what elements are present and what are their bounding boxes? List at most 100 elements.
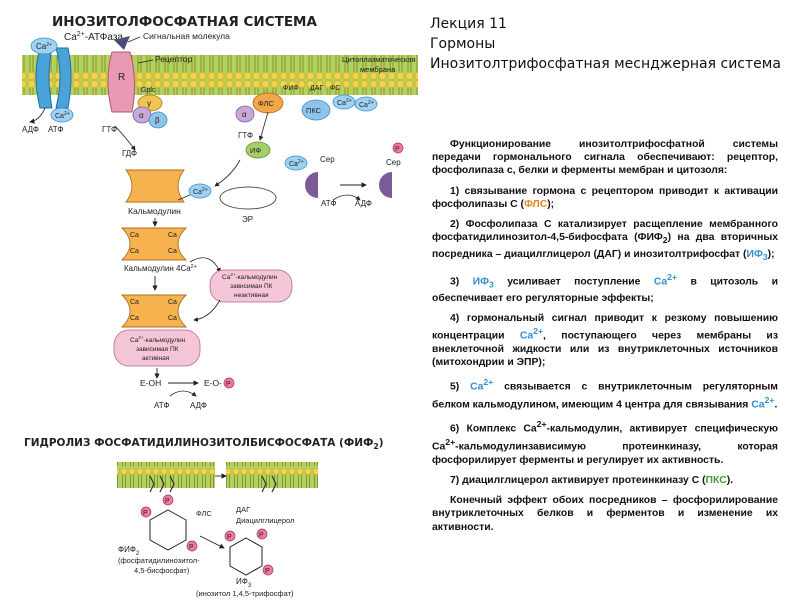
alpha-subunit-2 [235,105,255,123]
cell-membrane [22,55,418,95]
calmodulin-4ca-label: Кальмодулин 4Ca2+ [124,264,197,273]
adf-left-label: АДФ [22,125,39,134]
inositol-phosphate-diagram: ИНОЗИТОЛФОСФАТНАЯ СИСТЕМА Ca2+ Ca2+-АТФа… [22,14,418,598]
paragraph-4: 4) гормональный сигнал приводит к резком… [432,312,778,368]
signal-molecule-icon [114,36,130,50]
pk-inactive-line1: Ca2+-кальмодулин [222,272,278,281]
hydrolysis-title: ГИДРОЛИЗ ФОСФАТИДИЛИНОЗИТОЛБИСФОСФАТА (Ф… [24,437,384,451]
paragraph-3: 3) ИФ3 усиливает поступление Ca2+ в цито… [432,271,778,304]
fif2-phosphate-2 [140,506,152,518]
phosphate-icon-1 [392,142,404,154]
hydro-dag-label: ДАГ [236,505,250,514]
hydro-membrane-right [226,462,318,488]
svg-text:Ca: Ca [168,315,177,322]
pks-enzyme [301,99,331,121]
fs-label: ФС [330,85,340,92]
calmodulin-shape [125,169,185,203]
pks-label: ПКС [306,106,322,115]
alpha-label-1: α [139,111,144,120]
calmodulin-pk-complex: Ca Ca Ca Ca [120,294,188,328]
svg-text:Ca: Ca [168,248,177,255]
svg-text:Ca: Ca [130,232,139,239]
fif-label: ФИФ [283,85,299,92]
ser-label-1: Сер [320,155,335,164]
calmodulin-4ca: Ca Ca Ca Ca [120,227,188,261]
er-label: ЭР [242,215,253,224]
lecture-body: Функционирование инозитолтрифосфатной си… [432,138,778,541]
fif2-phosphate-3 [186,540,198,552]
receptor-r-label: R [118,72,125,83]
diagram-svg: ИНОЗИТОЛФОСФАТНАЯ СИСТЕМА Ca2+ Ca2+-АТФа… [22,14,418,598]
signal-molecule-label: Сигнальная молекула [143,31,230,41]
g-protein-beta [148,111,168,129]
svg-text:Ca: Ca [130,315,139,322]
lipid-tails-right [261,475,277,493]
ser-label-2: Сер [386,158,401,167]
ca-ion-er [188,183,212,199]
hydro-fif2-full-1: (фосфатидилинозитол- [118,556,200,565]
hydro-membrane-left [117,462,215,488]
cyto-membrane-label-2: мембрана [360,65,396,74]
pk-active [113,329,201,367]
paragraph-7: 7) диацилглицерол активирует протеинкина… [450,474,734,486]
if3-phosphate-3 [262,564,274,576]
receptor-r [107,51,136,113]
svg-text:Ca: Ca [130,299,139,306]
ser-protein-1 [305,172,318,198]
paragraph-2: 2) Фосфолипаза С катализирует расщеплени… [432,219,778,262]
paragraph-intro: Функционирование инозитолтрифосфатной си… [432,139,778,177]
ca-ion-pks-2-label: Ca2+ [359,100,374,109]
gamma-label: γ [147,99,151,108]
ca-ion-top-label: Ca2+ [36,42,52,51]
phosphate-icon-2 [223,377,235,389]
ca-ion-mid-label: Ca2+ [289,159,304,168]
atf-mid-label: АТФ [321,199,336,208]
pk-inactive-line2: зависимая ПК [230,283,273,290]
ca-ion-mid [284,155,308,171]
if3-phosphate-3-label: P [265,568,270,575]
atf-left-label: АТФ [48,125,63,134]
lecture-header: Лекция 11 Гормоны Инозитолтрифосфатная м… [430,14,795,74]
hydro-diacylglycerol-label: Диацилглицерол [236,516,294,525]
hydro-if3-full: (инозитол 1,4,5-трифосфат) [196,589,294,598]
hydro-fif2-label: ФИФ2 [118,545,140,557]
ca-ion-bottom [50,107,74,123]
cyto-membrane-label-1: Цитоплазматическая [342,55,416,64]
alpha-label-2: α [242,110,247,119]
hydro-fif2-full-2: 4,5-бисфосфат) [134,566,190,575]
if3-ring [229,537,263,576]
lecture-topic: Гормоны [430,36,496,52]
adf-bot-label: АДФ [190,401,207,410]
calmodulin-label: Кальмодулин [128,206,181,216]
if3-phosphate-2-label: P [227,534,232,541]
ca-ion-pks-label: Ca2+ [337,98,352,107]
paragraph-5: 5) Ca2+ связывается с внутриклеточным ре… [432,377,778,411]
fif2-ring [149,509,187,551]
hydro-fls-label: ФЛС [196,509,212,518]
er-organelle [219,186,277,210]
ca-ion-top [30,37,58,55]
if3-molecule [245,141,271,159]
lecture-subtitle: Инозитолтрифосфатная меснджерная система [430,56,781,72]
if3-label: ИФ [250,146,261,155]
ca-ion-bottom-label: Ca2+ [55,111,70,120]
fif2-phosphate-1 [162,494,174,506]
gtf-label-2: ГТФ [238,131,253,140]
diagram-title: ИНОЗИТОЛФОСФАТНАЯ СИСТЕМА [52,14,317,30]
phosphate-label-1: P [395,146,400,153]
if3-phosphate-1 [256,528,268,540]
lipid-tails-left [149,475,175,493]
ca-ion-er-label: Ca2+ [193,187,208,196]
e-o-label: E-O- [204,378,222,388]
atf-bot-label: АТФ [154,401,169,410]
adf-mid-label: АДФ [355,199,372,208]
hydro-if3-label: ИФ3 [236,577,252,589]
receptor-label: Рецептор [155,54,193,64]
e-oh-label: E-OH [140,378,161,388]
ca-atpase-label: Ca2+-АТФаза [64,31,123,43]
fls-label: ФЛС [258,99,274,108]
gplc-label: Gplc [141,87,156,94]
pk-active-line1: Ca2+-кальмодулин [130,335,186,344]
ser-protein-2 [379,172,392,198]
gdf-label: ГДФ [122,149,137,158]
